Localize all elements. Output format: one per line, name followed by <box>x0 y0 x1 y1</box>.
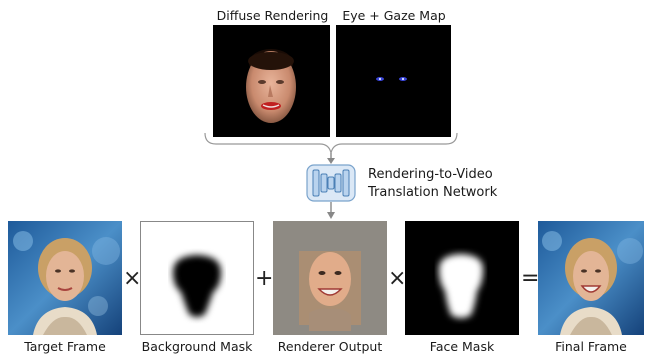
target-frame-label: Target Frame <box>24 339 106 354</box>
renderer-output-image <box>273 221 387 335</box>
network-label: Rendering-to-Video Translation Network <box>368 166 497 202</box>
background-mask-label: Background Mask <box>141 339 253 354</box>
background-mask-image <box>140 221 254 335</box>
face-mask-image <box>405 221 519 335</box>
multiply-operator-2: × <box>388 266 407 291</box>
final-frame-label: Final Frame <box>555 339 627 354</box>
multiply-operator-1: × <box>123 266 142 291</box>
plus-operator: + <box>255 266 274 291</box>
eye-gaze-map-label: Eye + Gaze Map <box>342 8 446 23</box>
final-frame-image <box>538 221 644 335</box>
network-label-line1: Rendering-to-Video <box>368 167 493 182</box>
renderer-output-label: Renderer Output <box>277 339 383 354</box>
network-label-line2: Translation Network <box>368 185 498 200</box>
eye-gaze-map-image <box>336 25 451 137</box>
input-bracket <box>204 132 458 154</box>
face-mask-label: Face Mask <box>429 339 495 354</box>
target-frame-image <box>8 221 122 335</box>
diffuse-rendering-label: Diffuse Rendering <box>216 8 329 23</box>
translation-network-icon <box>306 164 356 202</box>
equals-operator: = <box>521 266 540 291</box>
diffuse-rendering-image <box>213 25 330 137</box>
